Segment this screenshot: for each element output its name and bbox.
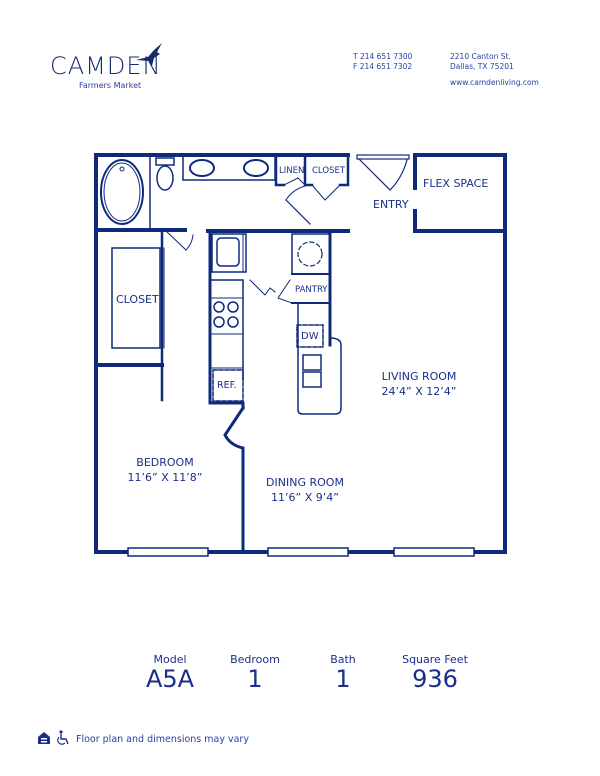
room-name: LIVING ROOM — [381, 370, 457, 383]
spec-value: 1 — [247, 665, 263, 693]
spec-label: Model — [153, 653, 187, 666]
spec-value: 1 — [335, 665, 351, 693]
spec-value: 936 — [412, 665, 458, 693]
spec-bath: Bath 1 — [318, 653, 368, 692]
room-label-closet-bedroom: CLOSET — [116, 293, 159, 306]
disclaimer-text: Floor plan and dimensions may vary — [76, 734, 249, 745]
spec-bedroom: Bedroom 1 — [220, 653, 290, 692]
fax-number: F 214 651 7302 — [353, 62, 413, 71]
room-label-closet-hall: CLOSET — [312, 166, 346, 176]
room-name: BEDROOM — [136, 456, 194, 469]
appliance-label-refrigerator: REF. — [217, 380, 237, 391]
address-line1: 2210 Canton St. — [450, 52, 511, 61]
appliance-label-dishwasher: DW — [301, 331, 319, 342]
room-label-linen: LINEN — [279, 166, 305, 176]
room-dimensions: 11’6” X 11’8” — [127, 471, 203, 484]
spec-label: Bedroom — [230, 653, 280, 666]
room-bedroom: BEDROOM 11’6” X 11’8” — [110, 455, 220, 485]
brand-logo-wordmark: CAMDEN — [50, 52, 162, 80]
room-dining-room: DINING ROOM 11’6” X 9’4” — [250, 475, 360, 505]
room-dimensions: 24’4” X 12’4” — [381, 385, 457, 398]
equal-housing-icon — [38, 732, 50, 744]
phone-number: T 214 651 7300 — [353, 52, 413, 61]
room-dimensions: 11’6” X 9’4” — [271, 491, 339, 504]
spec-value: A5A — [145, 665, 195, 693]
room-living-room: LIVING ROOM 24’4” X 12’4” — [369, 369, 469, 399]
spec-square-feet: Square Feet 936 — [395, 653, 475, 692]
website-link[interactable]: www.camdenliving.com — [450, 78, 539, 87]
room-label-flex-space: FLEX SPACE — [423, 177, 489, 190]
address-block: 2210 Canton St. Dallas, TX 75201 www.cam… — [450, 52, 539, 88]
wheelchair-accessible-icon — [57, 730, 69, 745]
spec-label: Square Feet — [402, 653, 468, 666]
room-label-entry: ENTRY — [373, 198, 409, 211]
room-name: DINING ROOM — [266, 476, 344, 489]
hummingbird-logo-icon — [136, 43, 162, 66]
floor-plan-drawing — [94, 153, 507, 557]
address-line2: Dallas, TX 75201 — [450, 62, 514, 71]
phone-block: T 214 651 7300 F 214 651 7302 — [353, 52, 412, 72]
spec-model: Model A5A — [140, 653, 200, 692]
room-label-pantry: PANTRY — [295, 285, 328, 295]
spec-label: Bath — [330, 653, 356, 666]
community-name: Farmers Market — [79, 81, 142, 90]
